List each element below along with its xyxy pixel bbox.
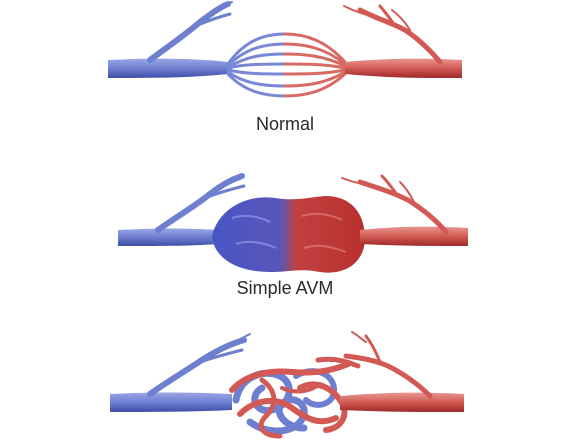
panel-label-normal: Normal	[255, 114, 314, 134]
avm-nidus	[212, 196, 365, 273]
vein	[118, 228, 218, 246]
normal-panel: Normal	[0, 0, 570, 150]
vein	[108, 58, 228, 78]
artery	[340, 392, 464, 412]
complex-avm-illustration	[110, 331, 464, 439]
vein-branch	[155, 173, 245, 233]
complex-avm-panel	[0, 330, 570, 446]
artery-branch	[357, 7, 443, 65]
panel-label-simple-avm: Simple AVM	[236, 278, 334, 298]
artery	[360, 226, 468, 246]
simple-avm-illustration	[118, 173, 468, 273]
artery-branch	[343, 353, 433, 399]
avm-tangle	[229, 356, 361, 439]
capillary-bed	[226, 32, 347, 98]
artery-branch	[357, 179, 449, 235]
normal-vessel-illustration	[108, 1, 462, 98]
simple-avm-panel: Simple AVM	[0, 168, 570, 308]
vein	[110, 392, 232, 412]
vein-branch	[147, 337, 247, 397]
vein-branch	[147, 1, 231, 63]
artery	[345, 58, 462, 78]
